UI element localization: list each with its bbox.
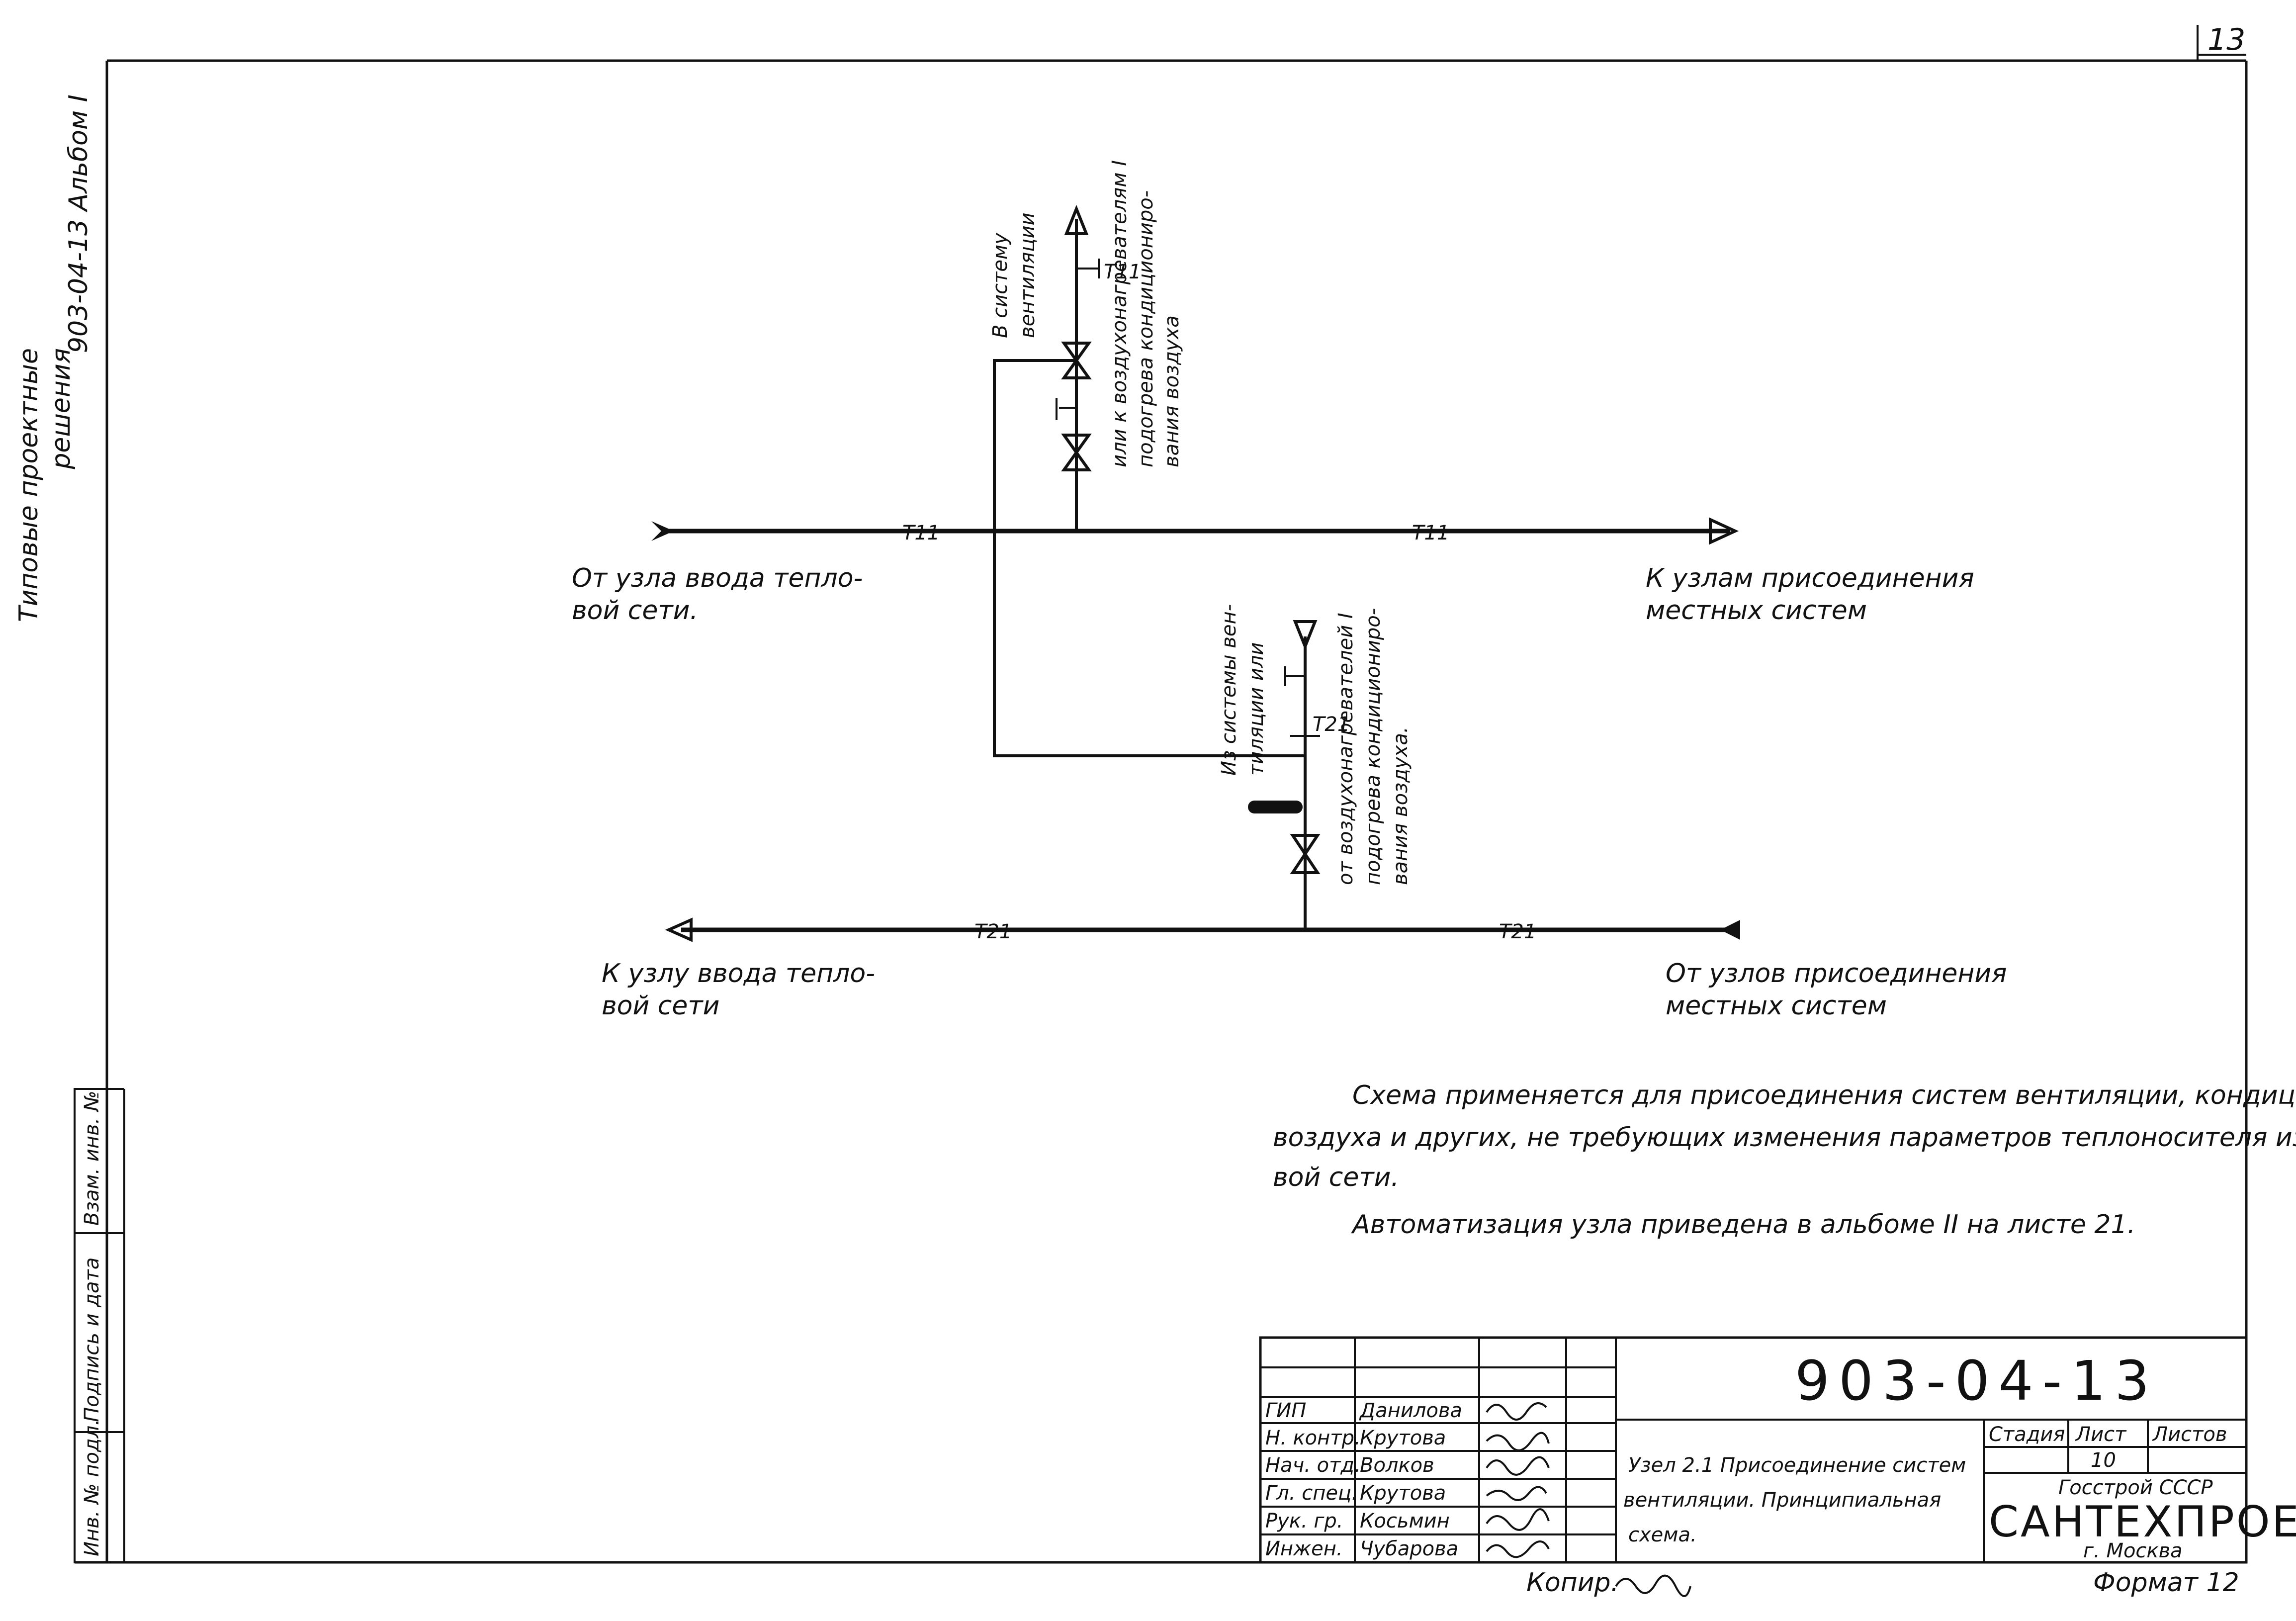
tb-role-1: ГИП xyxy=(1265,1399,1306,1422)
tb-name-4: Крутова xyxy=(1360,1482,1446,1505)
label-from-nodes-1: От узлов присоединения xyxy=(1666,959,2007,989)
note-line-3: вой сети. xyxy=(1273,1163,1399,1192)
thermometer-icon xyxy=(1248,801,1303,813)
label-from-heater-2: подогрева кондициониро- xyxy=(1362,608,1385,885)
side-stamp-sign-date: Подпись и дата xyxy=(81,1258,103,1422)
tb-name-6: Чубарова xyxy=(1360,1537,1458,1560)
supply-valve-1 xyxy=(1061,434,1092,471)
tb-name-2: Крутова xyxy=(1360,1427,1446,1449)
pipe-label-t21-left: Т21 xyxy=(974,920,1012,943)
tb-title-line-3: схема. xyxy=(1628,1524,1697,1546)
tb-role-5: Рук. гр. xyxy=(1265,1510,1343,1532)
pipe-label-t11-right: Т11 xyxy=(1412,522,1449,544)
tb-org-line-1: Госстрой СССР xyxy=(2058,1476,2213,1499)
tb-sheets-header: Листов xyxy=(2152,1423,2227,1446)
label-from-node-2: вой сети. xyxy=(572,596,698,626)
label-from-vent-1: Из системы вен- xyxy=(1218,604,1240,776)
supply-riser-arrow xyxy=(1064,204,1089,235)
note-line-4: Автоматизация узла приведена в альбоме I… xyxy=(1351,1210,2135,1240)
tb-document-code: 903-04-13 xyxy=(1795,1349,2158,1413)
margin-text-line2: решения xyxy=(46,348,76,470)
side-stamp-inv-replace: Взам. инв. № xyxy=(81,1090,103,1226)
tb-org-line-3: г. Москва xyxy=(2083,1539,2183,1562)
tb-name-1: Данилова xyxy=(1359,1399,1462,1422)
signature-5 xyxy=(1486,1508,1550,1531)
tb-stage-header: Стадия xyxy=(1989,1423,2065,1446)
footer-copied-label: Копир. xyxy=(1526,1568,1619,1598)
supply-inlet-arrow xyxy=(651,521,674,541)
label-from-node-1: От узла ввода тепло- xyxy=(572,563,863,593)
supply-valve-2 xyxy=(1061,342,1092,379)
label-from-heater-3: вания воздуха. xyxy=(1389,726,1412,885)
bypass-pipe xyxy=(993,359,1305,757)
signature-3 xyxy=(1486,1456,1550,1476)
signature-1 xyxy=(1486,1402,1547,1421)
margin-text-line1: Типовые проектные xyxy=(14,348,44,622)
tb-org-line-2: САНТЕХПРОЕКТ xyxy=(1989,1497,2296,1547)
tb-sheet-header: Лист xyxy=(2075,1423,2127,1446)
signature-4 xyxy=(1486,1486,1547,1501)
tb-title-line-2: вентиляции. Принципиальная xyxy=(1623,1489,1941,1512)
label-to-nodes-2: местных систем xyxy=(1646,596,1867,626)
pipe-label-t21-right: Т21 xyxy=(1499,920,1536,943)
label-to-heater-2: подогрева кондициониро- xyxy=(1135,190,1157,467)
label-to-vent-1: В систему xyxy=(989,232,1012,338)
footer-copier-signature xyxy=(1615,1574,1691,1597)
label-from-nodes-2: местных систем xyxy=(1666,991,1887,1021)
tb-title-line-1: Узел 2.1 Присоединение систем xyxy=(1628,1454,1966,1477)
return-riser-arrow xyxy=(1293,620,1318,651)
tb-role-2: Н. контр. xyxy=(1265,1427,1361,1449)
return-outlet-arrow xyxy=(665,917,693,942)
label-from-vent-2: тиляции или xyxy=(1245,642,1268,776)
label-from-heater-1: от воздухонагревателей I xyxy=(1334,613,1357,885)
pipe-label-t11-branch: Т11 xyxy=(1104,261,1141,283)
label-to-node-2: вой сети xyxy=(602,991,719,1021)
tb-name-3: Волков xyxy=(1360,1454,1434,1477)
label-to-heater-1: или к воздухонагревателям I xyxy=(1108,160,1131,467)
return-valve xyxy=(1290,834,1321,874)
signature-6 xyxy=(1486,1540,1550,1558)
tb-role-6: Инжен. xyxy=(1265,1537,1343,1560)
note-line-1: Схема применяется для присоединения сист… xyxy=(1352,1081,2296,1110)
signature-scribbles xyxy=(1486,1402,1550,1558)
supply-outlet-arrow xyxy=(1709,517,1739,545)
label-to-vent-2: вентиляции xyxy=(1016,213,1039,338)
pipe-label-t11-left: Т11 xyxy=(902,522,940,544)
return-inlet-arrow xyxy=(1720,920,1740,940)
side-stamp-inv-no: Инв. № подл. xyxy=(81,1419,103,1556)
label-to-node-1: К узлу ввода тепло- xyxy=(602,959,875,989)
pipe-label-t21-branch: Т21 xyxy=(1313,713,1350,736)
tb-role-3: Нач. отд. xyxy=(1265,1454,1361,1477)
note-line-2: воздуха и других, не требующих изменения… xyxy=(1273,1123,2296,1153)
footer-format: Формат 12 xyxy=(2093,1568,2239,1598)
sheet-number: 13 xyxy=(2208,22,2245,57)
margin-album-code: 903-04-13 Альбом I xyxy=(64,94,93,353)
signature-2 xyxy=(1486,1432,1550,1451)
tb-role-4: Гл. спец. xyxy=(1265,1482,1358,1505)
label-to-nodes-1: К узлам присоединения xyxy=(1646,563,1974,593)
tb-sheet-value: 10 xyxy=(2091,1449,2116,1472)
tb-name-5: Косьмин xyxy=(1360,1510,1450,1532)
label-to-heater-3: вания воздуха xyxy=(1160,315,1183,467)
